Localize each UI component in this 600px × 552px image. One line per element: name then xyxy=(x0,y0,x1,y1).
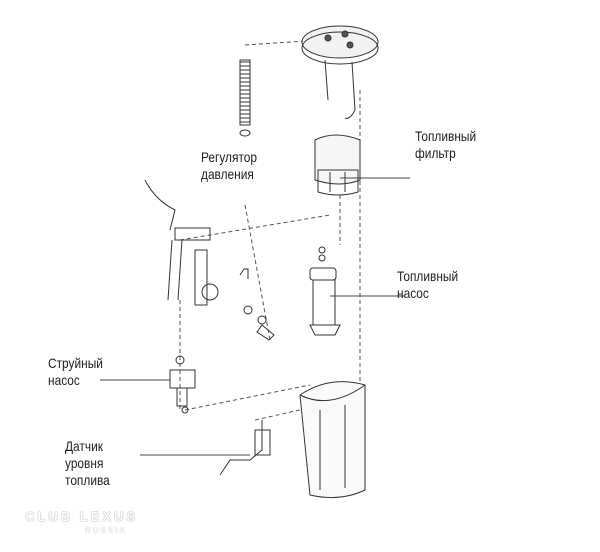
label-line: насос xyxy=(397,285,429,301)
label-line: давления xyxy=(201,166,254,182)
leader-lines xyxy=(100,177,410,456)
label-fuel-pump: Топливный насос xyxy=(397,268,458,302)
label-line: Топливный xyxy=(397,268,459,284)
fuel-filter xyxy=(314,134,361,196)
label-level-sensor: Датчик уровня топлива xyxy=(65,438,110,489)
sub-tank xyxy=(299,381,366,499)
watermark-logo: CLUB LEXUS xyxy=(25,509,139,524)
label-jet-pump: Струйный насос xyxy=(48,355,103,389)
watermark-subtitle: RUSSIA xyxy=(85,526,127,535)
jet-pump xyxy=(169,355,196,414)
label-line: Датчик xyxy=(65,438,103,454)
label-line: насос xyxy=(48,372,80,388)
pump-flange xyxy=(301,25,379,119)
label-line: Регулятор xyxy=(201,149,258,165)
fuel-pump xyxy=(309,246,341,336)
label-line: Струйный xyxy=(48,355,103,371)
label-pressure-regulator: Регулятор давления xyxy=(201,149,257,183)
assembly-lines xyxy=(179,39,361,421)
pump-bracket xyxy=(144,179,275,341)
label-fuel-filter: Топливный фильтр xyxy=(415,128,476,162)
label-line: фильтр xyxy=(415,145,456,161)
label-line: топлива xyxy=(65,472,110,488)
label-line: уровня xyxy=(65,455,104,471)
label-line: Топливный xyxy=(415,128,477,144)
spring xyxy=(239,59,251,137)
fuel-level-sensor xyxy=(219,420,271,476)
